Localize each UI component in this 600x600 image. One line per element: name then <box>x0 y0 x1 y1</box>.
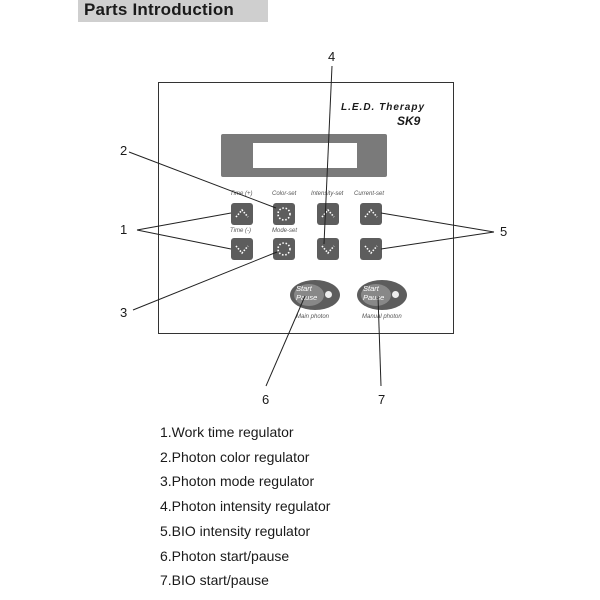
leader-line-6 <box>265 295 306 387</box>
manual-photon-start-pause-button[interactable]: Start Pause <box>357 280 407 310</box>
label-color-set: Color-set <box>272 191 297 197</box>
manual-photon-caption: Manual photon <box>362 314 402 320</box>
time-minus-button[interactable] <box>231 238 253 260</box>
leader-line-1b <box>136 229 232 250</box>
list-item: 2.Photon color regulator <box>160 448 310 465</box>
chevron-up-icon <box>364 208 378 218</box>
display-screen <box>253 143 357 168</box>
chevron-down-icon <box>321 245 335 255</box>
leader-line-1a <box>136 212 232 231</box>
time-plus-button[interactable] <box>231 203 253 225</box>
list-item: 7.BIO start/pause <box>160 572 269 589</box>
leader-line-4 <box>323 65 333 245</box>
list-item: 5.BIO intensity regulator <box>160 522 311 539</box>
label-time-minus: Time (-) <box>230 228 251 234</box>
model-name: SK9 <box>397 114 421 128</box>
callout-5: 5 <box>500 224 508 239</box>
leader-line-5b <box>380 231 495 250</box>
callout-7: 7 <box>378 392 386 407</box>
page-title: Parts Introduction <box>84 0 234 19</box>
indicator-light-icon <box>325 291 332 298</box>
indicator-light-icon <box>392 291 399 298</box>
brand-name: L.E.D. Therapy <box>341 102 426 113</box>
mode-set-button[interactable] <box>273 238 295 260</box>
dotted-circle-icon <box>277 242 291 256</box>
start-label: Start <box>363 284 379 293</box>
callout-1: 1 <box>120 222 128 237</box>
color-set-button[interactable] <box>273 203 295 225</box>
main-photon-caption: Main photon <box>296 314 330 320</box>
leader-line-7 <box>377 295 382 387</box>
label-intensity-set: Intensity-set <box>311 191 344 197</box>
start-pause-face <box>361 284 391 306</box>
list-item: 3.Photon mode regulator <box>160 473 315 490</box>
title-background <box>78 0 268 22</box>
list-item: 6.Photon start/pause <box>160 547 290 564</box>
start-label: Start <box>296 284 312 293</box>
callout-4: 4 <box>328 49 336 64</box>
current-up-button[interactable] <box>360 203 382 225</box>
callout-3: 3 <box>120 305 128 320</box>
parts-list: 1.Work time regulator 2.Photon color reg… <box>160 420 330 593</box>
leader-line-5a <box>380 212 495 233</box>
chevron-down-icon <box>364 245 378 255</box>
leader-line-3 <box>132 251 278 311</box>
pause-label: Pause <box>363 293 385 302</box>
chevron-up-icon <box>321 208 335 218</box>
pause-label: Pause <box>296 293 318 302</box>
list-item: 4.Photon intensity regulator <box>160 498 331 515</box>
current-down-button[interactable] <box>360 238 382 260</box>
leader-line-2 <box>128 151 277 209</box>
callout-2: 2 <box>120 143 128 158</box>
list-item: 1.Work time regulator <box>160 424 294 440</box>
label-current-set: Current-set <box>354 191 385 197</box>
main-photon-start-pause-button[interactable]: Start Pause <box>290 280 340 310</box>
start-pause-face <box>294 284 324 306</box>
callout-6: 6 <box>262 392 270 407</box>
intensity-up-button[interactable] <box>317 203 339 225</box>
label-mode-set: Mode-set <box>272 228 298 234</box>
dotted-circle-icon <box>277 207 291 221</box>
chevron-up-icon <box>235 208 249 218</box>
intensity-down-button[interactable] <box>317 238 339 260</box>
chevron-down-icon <box>235 245 249 255</box>
label-time-plus: Time (+) <box>230 191 253 197</box>
